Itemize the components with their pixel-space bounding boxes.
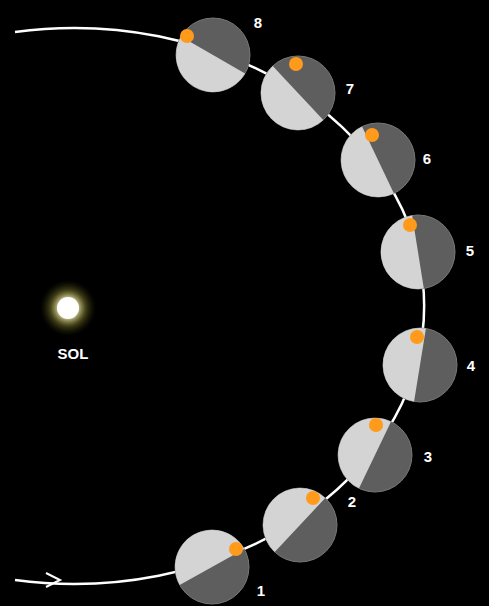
orbit-arrow [46, 573, 60, 587]
earth-day-side [383, 328, 426, 402]
earth [175, 530, 249, 604]
earth-night-side [261, 56, 335, 130]
earth-day-side [263, 488, 325, 552]
earth-group [175, 18, 457, 604]
earth [176, 18, 250, 92]
sun-glow [40, 280, 96, 336]
earth-day-side [176, 37, 245, 92]
earth-day-side [341, 127, 394, 197]
position-number: 5 [466, 243, 474, 258]
location-dot [369, 418, 383, 432]
earth [383, 328, 457, 402]
location-dot [229, 542, 243, 556]
orbit-path [15, 28, 424, 584]
earth-night-side [263, 488, 337, 562]
location-dot [403, 218, 417, 232]
earth-day-side [338, 418, 391, 488]
earth [341, 123, 415, 197]
position-number: 1 [257, 583, 265, 598]
earth [263, 488, 337, 562]
location-dot [365, 128, 379, 142]
position-number: 3 [424, 449, 432, 464]
position-number: 8 [254, 15, 262, 30]
sun [57, 297, 79, 319]
sun-label: SOL [58, 346, 89, 361]
earth [338, 418, 412, 492]
earth-day-side [381, 215, 424, 289]
earth-night-side [338, 418, 412, 492]
position-number: 2 [348, 494, 356, 509]
position-number: 6 [423, 151, 431, 166]
earth-night-side [381, 215, 455, 289]
location-dot [306, 491, 320, 505]
location-dot [289, 57, 303, 71]
earth-day-side [175, 530, 244, 585]
earth-day-side [261, 66, 323, 130]
earth-night-side [341, 123, 415, 197]
earth-night-side [175, 530, 249, 604]
position-number: 4 [467, 358, 475, 373]
earth [381, 215, 455, 289]
earth-night-side [176, 18, 250, 92]
position-number: 7 [346, 81, 354, 96]
earth-night-side [383, 328, 457, 402]
location-dot [410, 330, 424, 344]
earth [261, 56, 335, 130]
location-dot [180, 29, 194, 43]
